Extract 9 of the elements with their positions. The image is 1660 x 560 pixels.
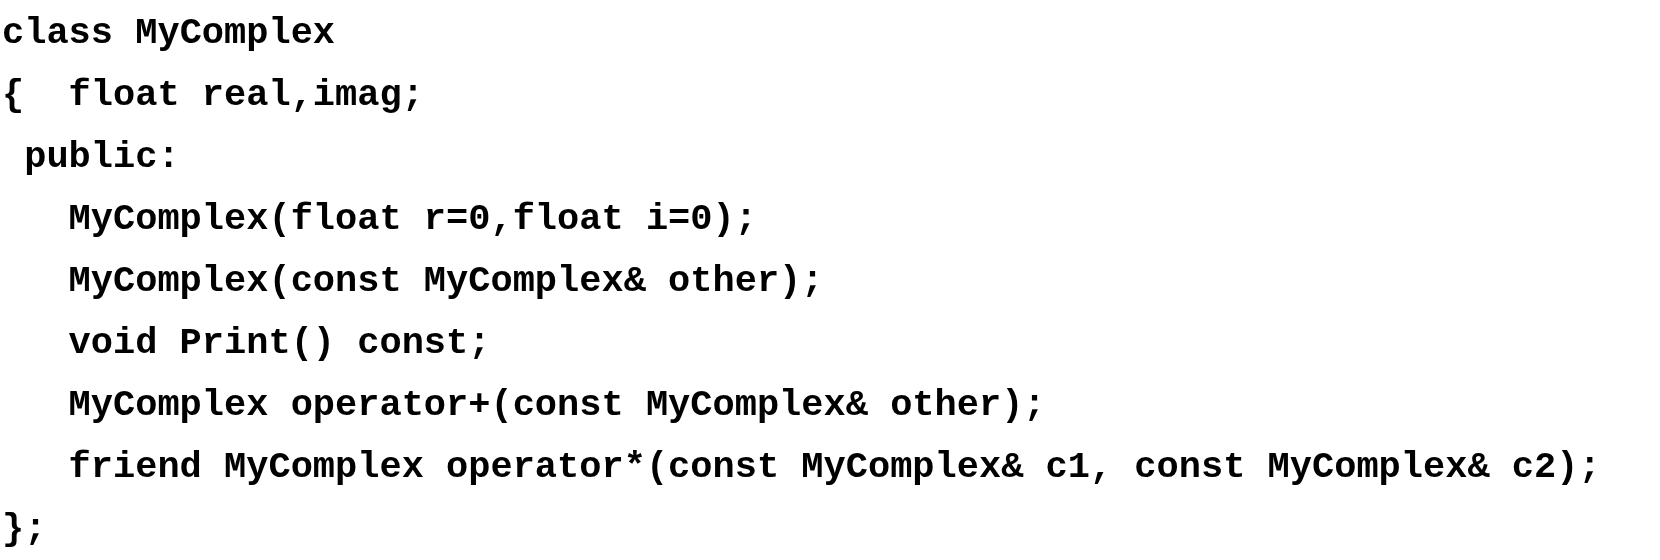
- code-line: { float real,imag;: [2, 73, 424, 118]
- code-line: class MyComplex: [2, 11, 336, 56]
- code-line: MyComplex operator+(const MyComplex& other);: [68, 383, 1046, 428]
- code-line: };: [2, 507, 47, 552]
- code-line: MyComplex(const MyComplex& other);: [68, 259, 824, 304]
- code-line: public:: [24, 135, 180, 180]
- code-line: void Print() const;: [68, 321, 491, 366]
- code-line: MyComplex(float r=0,float i=0);: [68, 197, 757, 242]
- code-line: friend MyComplex operator*(const MyComplex& c1, const MyComplex& c2);: [68, 445, 1601, 490]
